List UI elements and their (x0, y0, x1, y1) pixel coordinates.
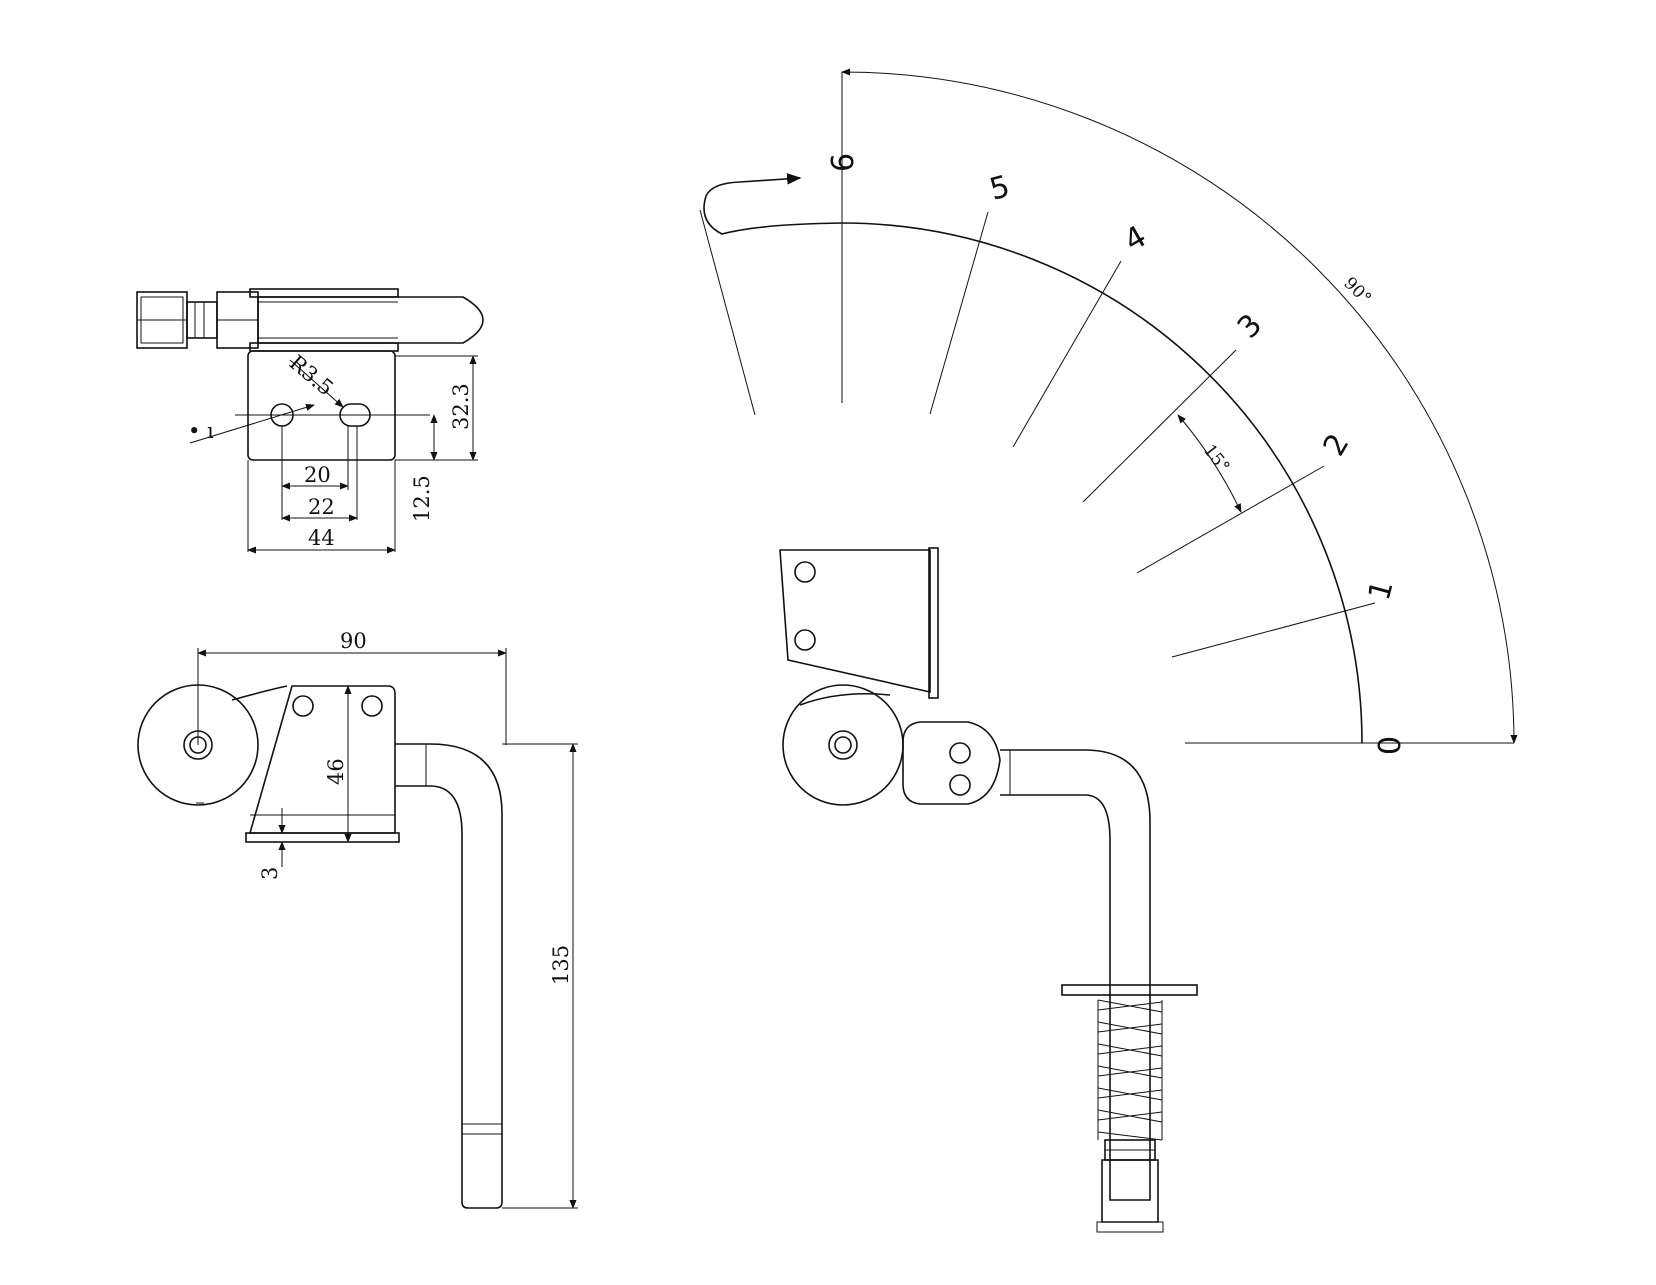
scale-label-4: 4 (1119, 219, 1153, 259)
positions-pin (1000, 749, 1151, 1201)
small-mark: • ı (188, 419, 214, 443)
position-line-1 (1171, 602, 1376, 658)
top-view-roller (136, 291, 259, 349)
angle-arc-15 (1177, 414, 1242, 513)
position-line-5 (929, 211, 989, 415)
front-view: 90 46 3 135 (137, 629, 578, 1209)
dim-12-5: 12.5 (410, 475, 434, 522)
position-line-3 (1082, 349, 1237, 503)
angle-90-label: 90° (1339, 273, 1374, 308)
top-view-handle (249, 288, 484, 352)
scale-label-3: 3 (1231, 307, 1269, 345)
scale-label-6: 6 (826, 153, 861, 172)
positions-link-plate (902, 721, 1001, 805)
position-line-4 (1012, 260, 1122, 448)
washer (1061, 984, 1198, 996)
top-view: R3.5 • ı 20 22 44 32.3 12.5 (136, 288, 484, 554)
scale-label-2: 2 (1317, 428, 1357, 462)
front-view-base (245, 832, 400, 843)
scale-label-1: 1 (1362, 577, 1401, 605)
start-line (699, 209, 756, 416)
dim-135: 135 (549, 945, 573, 985)
dim-20: 20 (304, 463, 331, 487)
dim-44: 44 (308, 526, 335, 550)
top-view-mounting-plate (247, 350, 396, 461)
scale-label-0: 0 (1373, 736, 1408, 755)
dim-32-3: 32.3 (449, 383, 473, 430)
dim-90: 90 (340, 629, 367, 653)
angle-arc-90 (841, 68, 1518, 744)
front-view-bracket (248, 685, 396, 834)
dim-radius: R3.5 (285, 350, 338, 400)
front-view-pin (395, 743, 503, 1209)
scale-label-5: 5 (986, 169, 1014, 208)
spring (1097, 999, 1163, 1141)
positions-bracket (779, 549, 931, 694)
positions-view: 90° 15° 0 1 2 3 4 5 6 (699, 68, 1518, 1233)
positions-roller (782, 684, 904, 806)
dim-22: 22 (308, 495, 335, 519)
angle-15-label: 15° (1199, 441, 1233, 477)
position-line-2 (1136, 465, 1325, 574)
dim-46: 46 (324, 758, 348, 785)
dim-3: 3 (258, 867, 282, 880)
